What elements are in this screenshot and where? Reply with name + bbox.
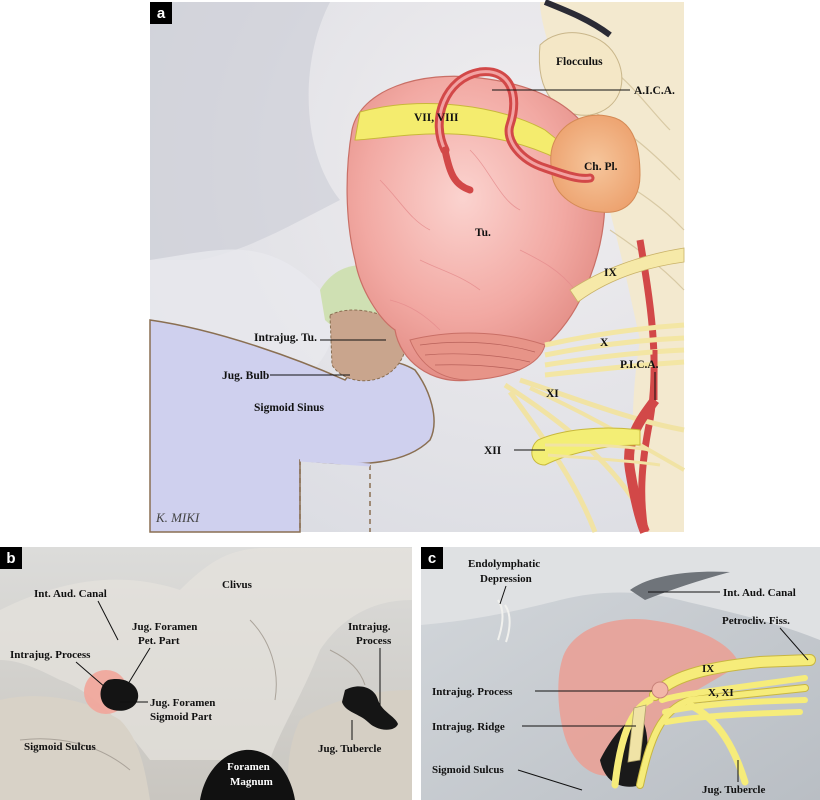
panel-c-letter: c (428, 550, 436, 567)
panel-c: c Endolymphatic Depression Int. Aud. Can… (421, 547, 820, 800)
label-int-aud-canal-b: Int. Aud. Canal (34, 588, 107, 600)
label-intrajug-process-b-right-2: Process (356, 635, 392, 647)
label-aica: A.I.C.A. (634, 85, 675, 97)
cerebellar-folia (589, 59, 685, 291)
label-intrajug-ridge: Intrajug. Ridge (432, 721, 505, 733)
label-endolymphatic-1: Endolymphatic (468, 558, 540, 570)
label-xi: XI (546, 388, 559, 400)
label-pica: P.I.C.A. (620, 359, 659, 371)
intrajug-ridge-c (627, 704, 647, 763)
endolymphatic-depression (497, 599, 511, 643)
panel-b: b Clivus Int. Aud. Canal Jug. Foramen Pe… (0, 547, 412, 800)
label-foramen-magnum-1: Foramen (227, 761, 270, 773)
sinus-dashed-edges (299, 460, 371, 532)
label-jug-foramen-sig-1: Jug. Foramen (150, 697, 215, 709)
leader-endolymphatic (499, 585, 507, 605)
leader-jug-foramen-pet (127, 647, 151, 685)
label-sigmoid-sinus: Sigmoid Sinus (254, 402, 325, 414)
panel-b-letter: b (6, 550, 15, 567)
int-aud-canal-groove (630, 571, 730, 600)
panel-a-letter-box (150, 2, 172, 24)
leader-int-aud-canal-b (97, 600, 119, 641)
leader-sigmoid-sulcus-c (517, 769, 583, 791)
panel-c-letter-box (421, 547, 443, 569)
label-jug-foramen-pet-1: Jug. Foramen (132, 621, 197, 633)
label-x-xi: X, XI (708, 687, 734, 699)
nerve-x-bundle (544, 322, 685, 378)
label-flocculus: Flocculus (556, 56, 603, 68)
label-ix-c: IX (702, 663, 714, 675)
label-jug-foramen-pet-2: Pet. Part (138, 635, 180, 647)
label-ch-pl: Ch. Pl. (584, 161, 618, 173)
label-intrajug-process-b-right-1: Intrajug. (348, 621, 391, 633)
artist-signature: K. MIKI (155, 510, 200, 525)
leader-intrajug-process-b-left (75, 661, 107, 689)
leader-petrocliv-fiss (779, 627, 809, 661)
jug-foramen-left (100, 679, 139, 711)
left-sigmoid-region (0, 696, 150, 800)
label-jug-bulb: Jug. Bulb (222, 370, 269, 382)
tumor-vessels (379, 149, 576, 331)
panel-a-letter: a (157, 5, 166, 22)
top-vessel (543, 0, 612, 38)
label-xii: XII (484, 445, 502, 457)
label-intrajug-process-b-left: Intrajug. Process (10, 649, 91, 661)
label-vii-viii: VII, VIII (414, 112, 459, 124)
nerves-ix-x-xi (611, 654, 816, 789)
tumor-lower-lobe (409, 332, 546, 381)
label-intrajug-tu: Intrajug. Tu. (254, 332, 317, 344)
cerebellum (540, 2, 684, 532)
label-sigmoid-sulcus-b: Sigmoid Sulcus (24, 741, 97, 753)
label-sigmoid-sulcus-c: Sigmoid Sulcus (432, 764, 505, 776)
pica-artery (624, 397, 660, 534)
foramen-magnum (200, 749, 295, 800)
label-intrajug-process-c: Intrajug. Process (432, 686, 513, 698)
label-endolymphatic-2: Depression (480, 573, 532, 585)
label-int-aud-canal-c: Int. Aud. Canal (723, 587, 796, 599)
panel-a: a Flocculus A.I.C.A. VII, VIII Ch. Pl. T… (149, 0, 685, 534)
label-petrocliv-fiss: Petrocliv. Fiss. (722, 615, 790, 627)
nerve-ix (569, 247, 685, 303)
panel-b-letter-box (0, 547, 22, 569)
intrajug-process-c (651, 681, 669, 699)
label-tu: Tu. (475, 227, 491, 239)
label-foramen-magnum-2: Magnum (230, 776, 273, 788)
intrajug-tumor (329, 309, 407, 382)
petrous-surface (421, 547, 820, 640)
tumor (346, 75, 606, 382)
label-x: X (600, 337, 609, 349)
jug-foramen-right (342, 686, 398, 730)
label-ix: IX (604, 267, 617, 279)
label-clivus: Clivus (222, 579, 253, 591)
label-jug-foramen-sig-2: Sigmoid Part (150, 711, 212, 723)
clivus-surface (0, 548, 412, 760)
petrous-shadow (150, 2, 340, 260)
label-jug-tubercle-c: Jug. Tubercle (702, 784, 765, 796)
label-jug-tubercle-b: Jug. Tubercle (318, 743, 381, 755)
